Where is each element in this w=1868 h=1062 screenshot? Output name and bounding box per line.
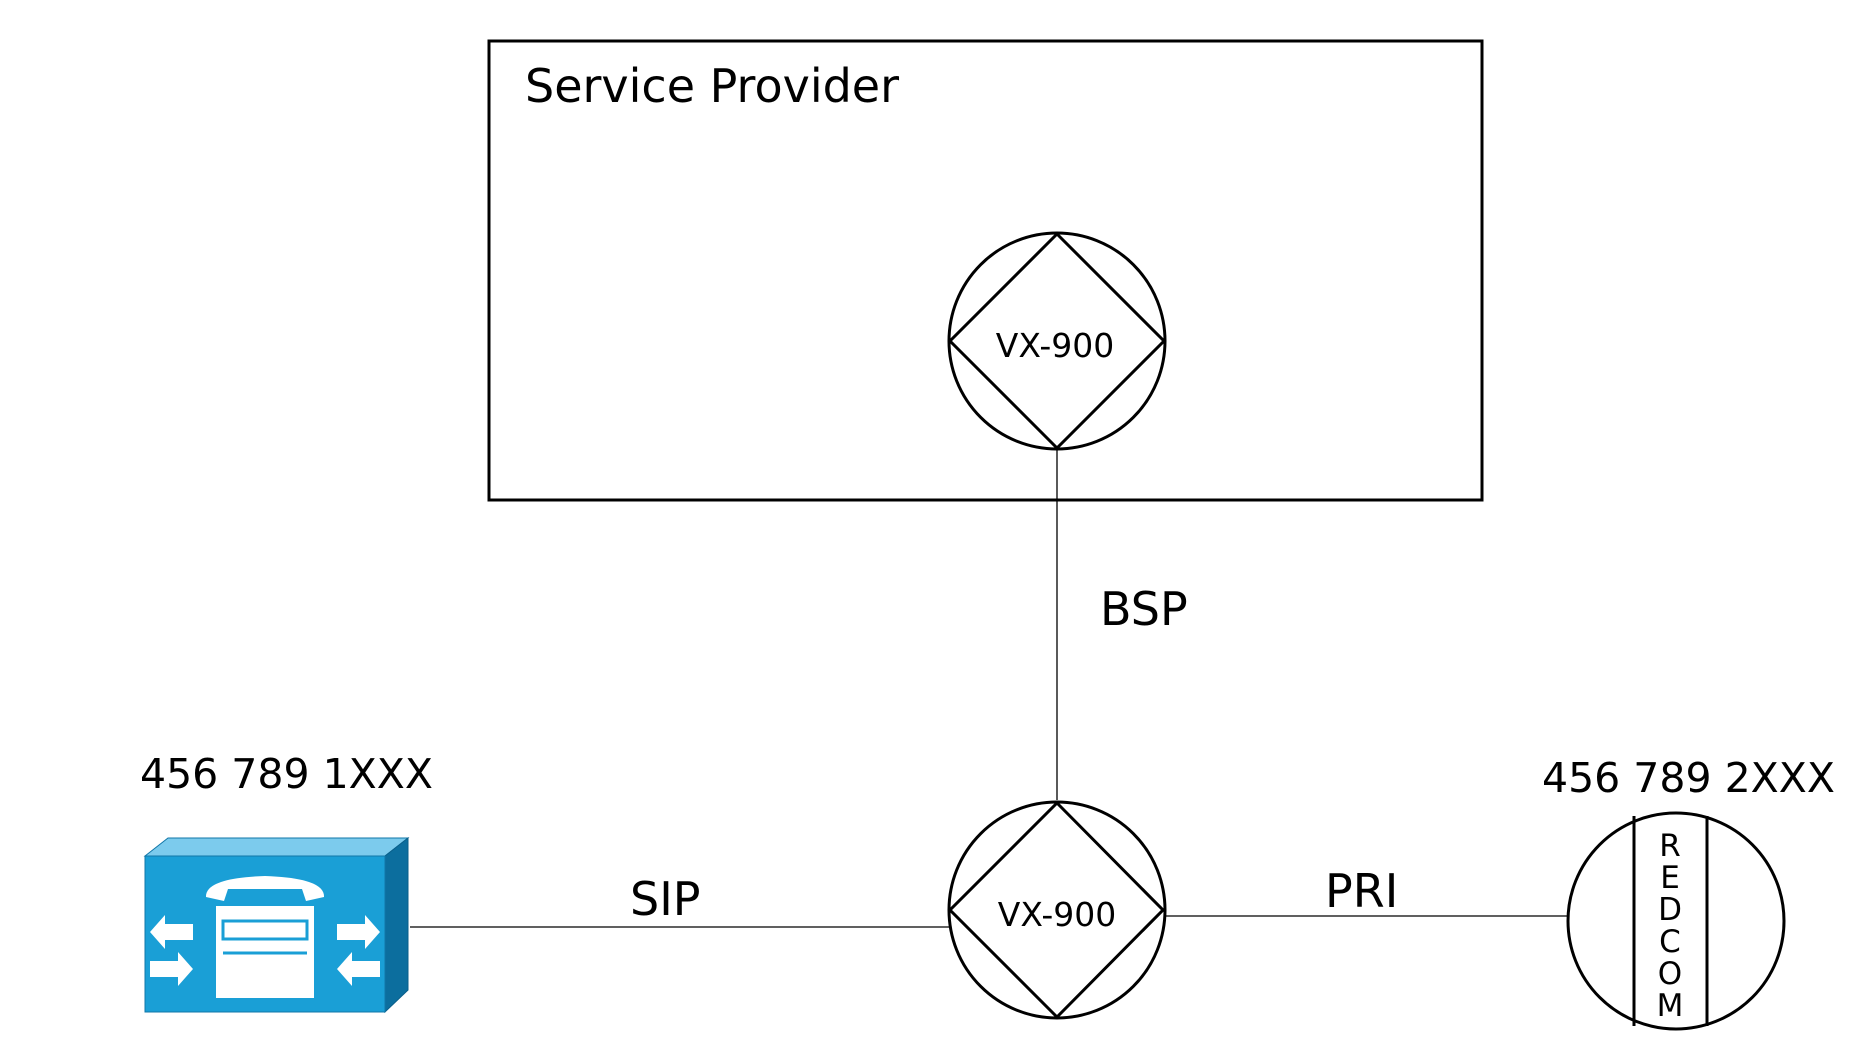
redcom-letter: D (1658, 892, 1682, 928)
provider-vx900-label: VX-900 (996, 326, 1114, 365)
local-vx900-diamond (947, 800, 1166, 1020)
redcom-number: 456 789 2XXX (1542, 754, 1835, 802)
local-vx900-label: VX-900 (998, 895, 1116, 934)
provider-vx900-node: VX-900 (947, 231, 1167, 451)
pri-link-label: PRI (1325, 864, 1398, 918)
provider-vx900-diamond (947, 231, 1167, 451)
redcom-letter: E (1660, 860, 1680, 896)
bsp-link-label: BSP (1100, 582, 1188, 636)
redcom-letter: R (1659, 828, 1681, 864)
local-vx900-node: VX-900 (947, 800, 1167, 1020)
service-provider-label: Service Provider (525, 59, 899, 113)
redcom-letter: M (1657, 988, 1684, 1024)
redcom-letter: C (1659, 924, 1681, 960)
sip-link-label: SIP (630, 872, 701, 926)
cisco-call-manager-icon (143, 836, 410, 1014)
call-manager-number: 456 789 1XXX (140, 750, 433, 798)
redcom-circle (1566, 811, 1786, 1031)
redcom-letter: O (1658, 956, 1682, 992)
